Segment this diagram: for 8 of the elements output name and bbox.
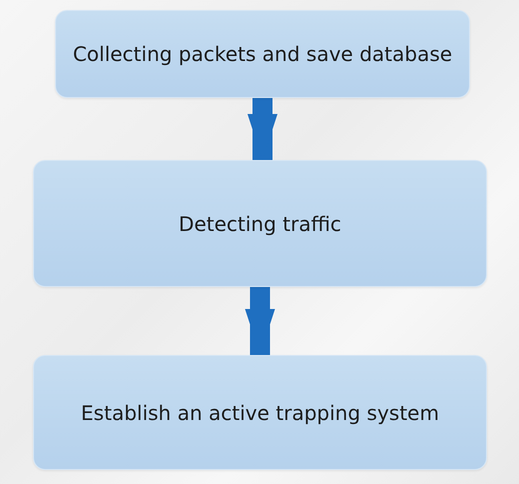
process-box	[33, 355, 487, 470]
arrow	[248, 98, 278, 160]
box-text: Establish an active trapping system	[80, 400, 440, 426]
box-text: Collecting packets and save database	[72, 41, 452, 67]
process-box	[55, 10, 470, 98]
arrow	[245, 287, 275, 355]
process-box	[33, 160, 487, 287]
box-text: Detecting traffic	[178, 210, 342, 236]
